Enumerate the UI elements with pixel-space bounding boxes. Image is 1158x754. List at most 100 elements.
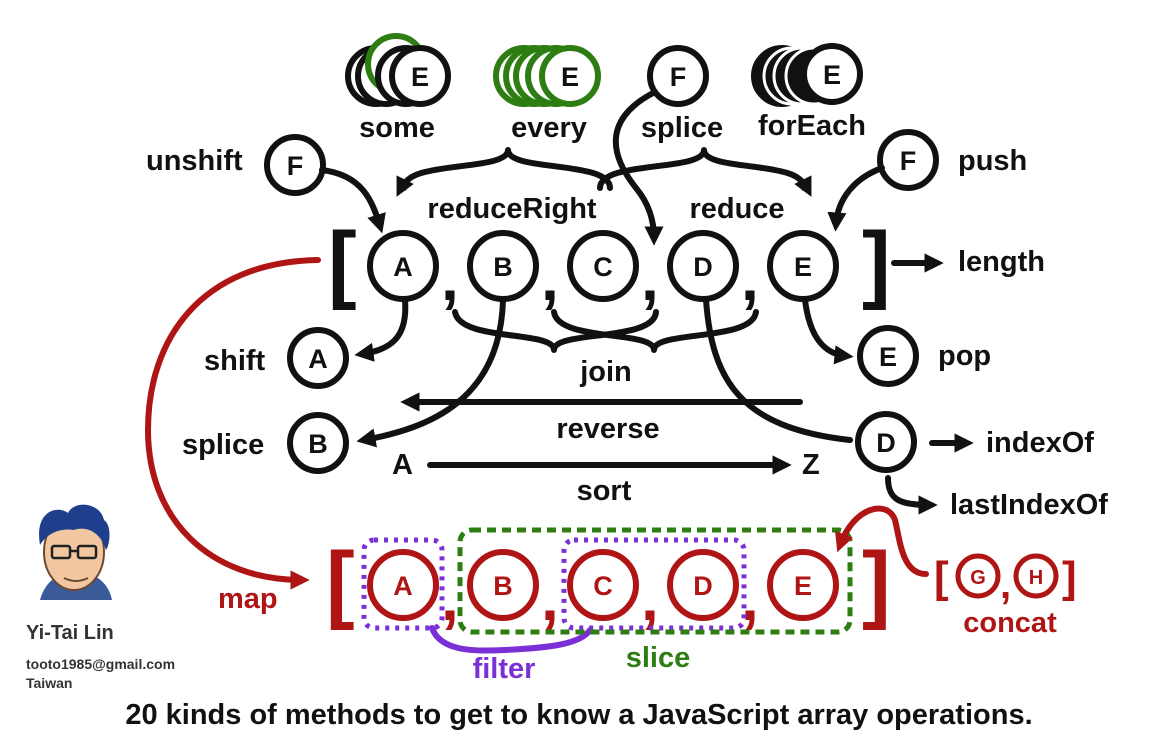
result-array-comma: , <box>641 562 659 634</box>
concat-label: concat <box>963 607 1057 639</box>
reduceRight-arrow <box>396 175 414 197</box>
forEach-icon: E <box>751 43 863 107</box>
result-array-item-label: A <box>393 571 413 601</box>
lastIndexOf-arrow <box>885 475 938 515</box>
reduceRight-brace <box>401 147 613 191</box>
reduce-brace <box>597 147 807 191</box>
splice-remove-label: splice <box>182 429 264 461</box>
push-circle <box>877 129 939 191</box>
concat-item-label: G <box>970 567 986 589</box>
main-array-comma: , <box>541 242 559 314</box>
result-array-close-bracket: ] <box>862 535 891 631</box>
indexOf-circle-label: D <box>876 428 896 458</box>
main-array-item-label: E <box>794 252 812 282</box>
indexOf-circle <box>855 411 917 473</box>
unshift-label: unshift <box>146 145 243 177</box>
splice-remove-circle <box>287 412 349 474</box>
push-arrow <box>827 165 885 232</box>
push-label: push <box>958 145 1027 177</box>
pop-circle <box>857 325 919 387</box>
sort-label: sort <box>577 475 632 507</box>
slice-box <box>457 527 853 635</box>
main-array-item <box>567 230 639 302</box>
main-array-comma: , <box>641 242 659 314</box>
filter-connector <box>429 625 593 654</box>
reverse-label: reverse <box>556 413 659 445</box>
result-array-comma: , <box>441 562 459 634</box>
main-array-comma: , <box>441 242 459 314</box>
every-icon: E <box>493 45 601 107</box>
main-array-comma: , <box>741 242 759 314</box>
reduce-label: reduce <box>689 193 784 225</box>
concat-array-close-bracket: ] <box>1062 553 1077 602</box>
join-brace-right <box>551 309 759 353</box>
shift-circle-label: A <box>308 344 328 374</box>
splice-remove-circle-label: B <box>308 429 328 459</box>
splice-insert-circle <box>647 45 709 107</box>
splice-insert-label: F <box>670 62 687 92</box>
result-array-item-label: E <box>794 571 812 601</box>
main-array-item-label: B <box>493 252 513 282</box>
main-array-item-label: D <box>693 252 713 282</box>
concat-array-comma: , <box>1000 563 1011 607</box>
length-label: length <box>958 246 1045 278</box>
result-array-item <box>667 549 739 621</box>
result-array-item <box>367 549 439 621</box>
splice-remove-arrow <box>356 297 506 448</box>
author-email: tooto1985@gmail.com <box>26 656 176 672</box>
sort-from-label: A <box>392 449 413 481</box>
result-array-item <box>467 549 539 621</box>
author-avatar <box>39 504 112 600</box>
forEach-element-label: E <box>823 60 841 90</box>
main-array-item-label: A <box>393 252 413 282</box>
reduceRight-label: reduceRight <box>427 193 597 225</box>
splice-insert-arrow <box>612 89 664 246</box>
lastIndexOf-label: lastIndexOf <box>950 489 1108 521</box>
author-name: Yi-Tai Lin <box>26 622 114 644</box>
join-brace-left <box>452 309 659 353</box>
result-array-item-label: D <box>693 571 713 601</box>
unshift-circle-label: F <box>287 151 304 181</box>
main-array-close-bracket: ] <box>862 215 891 311</box>
result-array-open-bracket: [ <box>326 535 355 631</box>
page-caption: 20 kinds of methods to get to know a Jav… <box>125 699 1033 731</box>
reduce-arrow <box>794 175 812 197</box>
indexOf-path <box>703 297 853 443</box>
author-location: Taiwan <box>26 675 73 691</box>
some-element-label: E <box>411 62 429 92</box>
concat-item-label: H <box>1029 567 1043 589</box>
unshift-arrow <box>319 167 386 234</box>
sort-to-label: Z <box>802 449 820 481</box>
main-array-item-label: C <box>593 252 613 282</box>
shift-label: shift <box>204 345 266 377</box>
map-arrow <box>144 257 321 590</box>
join-label: join <box>579 356 632 388</box>
forEach-label: forEach <box>758 110 866 142</box>
map-label: map <box>218 583 278 615</box>
result-array-item-label: B <box>493 571 513 601</box>
concat-item <box>1013 553 1059 599</box>
shift-arrow <box>354 297 409 362</box>
indexOf-label: indexOf <box>986 427 1094 459</box>
unshift-circle <box>264 134 326 196</box>
pop-circle-label: E <box>879 342 897 372</box>
concat-arrow <box>835 505 929 577</box>
result-array-item-label: C <box>593 571 613 601</box>
slice-label: slice <box>626 642 691 674</box>
result-array-item <box>767 549 839 621</box>
pop-label: pop <box>938 340 991 372</box>
some-label: some <box>359 112 435 144</box>
shift-circle <box>287 327 349 389</box>
filter-box-cd <box>561 537 747 631</box>
every-element-label: E <box>561 62 579 92</box>
main-array-open-bracket: [ <box>328 215 357 311</box>
concat-array-open-bracket: [ <box>934 553 949 602</box>
pop-arrow <box>802 297 854 365</box>
some-icon: E <box>345 33 451 107</box>
result-array-comma: , <box>541 562 559 634</box>
main-array-item <box>667 230 739 302</box>
push-circle-label: F <box>900 146 917 176</box>
splice-top-label: splice <box>641 112 723 144</box>
concat-item <box>955 553 1001 599</box>
